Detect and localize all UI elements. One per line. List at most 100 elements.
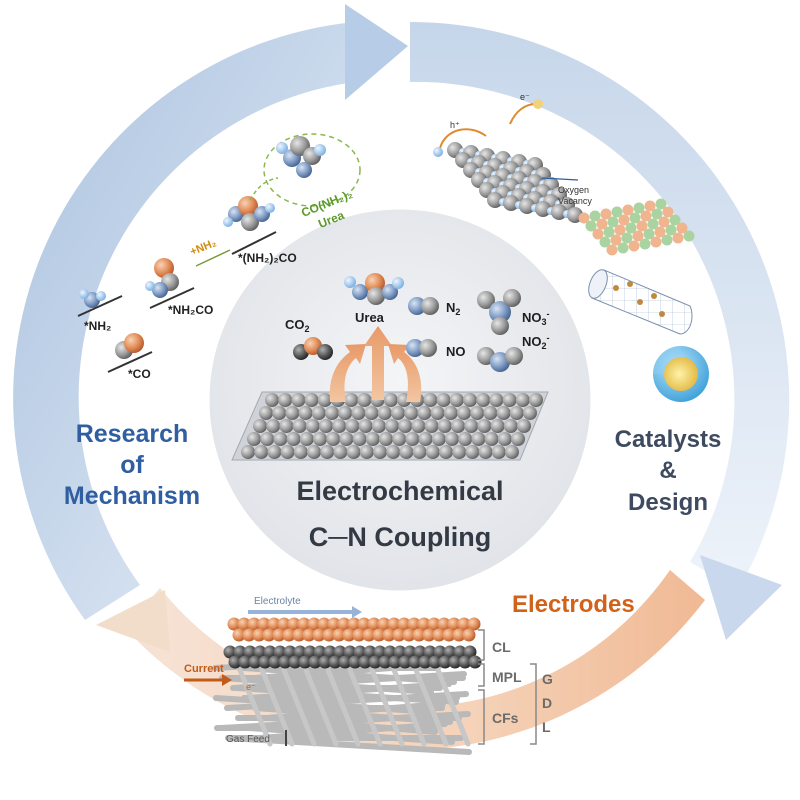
mpl-label: MPL [492, 669, 522, 685]
surface-atom [279, 419, 294, 433]
mpl-particle [353, 645, 367, 659]
alloy-lattice [578, 198, 695, 256]
surface-atom [253, 419, 267, 433]
mpl-particle [248, 655, 262, 669]
carbon-fiber [237, 667, 273, 747]
surface-atom [359, 445, 374, 459]
surface-atom [247, 432, 261, 446]
carbon-fiber [435, 667, 471, 747]
alloy-atom [614, 224, 626, 236]
alloy-atom [665, 224, 677, 236]
mechanism-title-line3: Mechanism [64, 482, 200, 510]
mechanism-nh2-adsorbate [77, 289, 123, 317]
alloy-atom [592, 228, 604, 240]
surface-atom [345, 419, 360, 433]
no2-label: NO2- [522, 333, 550, 351]
cl-particle [462, 628, 476, 642]
mechanism-title-line1: Research [76, 420, 189, 448]
surface-atom [477, 419, 492, 433]
surface-atom [431, 432, 446, 446]
surface-atom [365, 432, 380, 446]
mpl-particle [438, 655, 452, 669]
mpl-particle [388, 655, 402, 669]
cl-particle [407, 617, 421, 631]
cl-particle [357, 617, 371, 631]
mechanism-nh2-2co-adsorbate [223, 196, 277, 255]
mpl-particle [278, 655, 292, 669]
cl-particle [427, 617, 441, 631]
mpl-bracket [478, 663, 485, 687]
cfs-label: CFs [492, 710, 519, 726]
mpl-particle [283, 645, 297, 659]
surface-atom [292, 419, 307, 433]
mpl-particle [428, 655, 442, 669]
surface-atom [351, 406, 366, 420]
mpl-particle [233, 645, 247, 659]
cl-particle [392, 628, 406, 642]
cl-particle [337, 617, 351, 631]
carbon-nanotube [588, 269, 693, 335]
surface-atom [509, 406, 524, 420]
mechanism-arc-arrowhead [345, 4, 408, 100]
surface-atom [502, 393, 517, 407]
core-shell-nanoparticle [653, 346, 709, 402]
mpl-particle [253, 645, 267, 659]
co2-flow-arrow [329, 344, 366, 402]
alloy-atom [611, 206, 623, 218]
mpl-particle [328, 655, 342, 669]
surface-atom [443, 406, 458, 420]
surface-atom [304, 393, 319, 407]
alloy-atom [607, 216, 619, 228]
mpl-particle [313, 645, 327, 659]
surface-atom [325, 406, 339, 420]
urea-flow-arrow [364, 326, 392, 400]
mechanism-arc [13, 22, 355, 620]
cl-particle [287, 617, 301, 631]
alloy-atom [596, 218, 608, 230]
alloy-atom [625, 222, 637, 234]
surface-atom [490, 419, 505, 433]
surface-atom [439, 445, 453, 459]
surface-atom [423, 393, 438, 407]
gas-feed-label: Gas Feed [226, 734, 270, 745]
surface-atom [326, 432, 341, 446]
carbon-fiber [369, 667, 405, 747]
cl-particle [397, 617, 411, 631]
surface-atom [273, 432, 288, 446]
no-molecule [406, 339, 437, 357]
mpl-particle [458, 655, 472, 669]
co-label: *CO [128, 367, 151, 381]
oxide-atom [551, 204, 567, 220]
cl-particle [327, 617, 341, 631]
alloy-atom [621, 232, 633, 244]
alloy-atom [672, 232, 684, 244]
surface-atom [478, 445, 493, 459]
surface-atom [352, 432, 367, 446]
cl-particle [372, 628, 386, 642]
electrode-electron-label: e⁻ [246, 682, 256, 692]
surface-atom [491, 445, 506, 459]
surface-atom [451, 419, 465, 433]
cl-particle [417, 617, 431, 631]
surface-atom [285, 406, 300, 420]
cl-particle [387, 617, 401, 631]
surface-atom [405, 432, 420, 446]
mpl-particle [383, 645, 397, 659]
surface-atom [398, 419, 413, 433]
surface-atom [280, 445, 295, 459]
carbon-fiber [325, 667, 361, 747]
alloy-atom [610, 234, 622, 246]
surface-atom [272, 406, 287, 420]
cl-label: CL [492, 639, 511, 655]
surface-atom [496, 406, 511, 420]
surface-atom [484, 432, 499, 446]
surface-atom [267, 445, 282, 459]
electrolyte-arrowhead [352, 606, 362, 618]
surface-atom [449, 393, 464, 407]
mpl-particle [338, 655, 352, 669]
mpl-particle [463, 645, 477, 659]
co2-molecule [293, 337, 333, 360]
surface-atom [311, 406, 326, 420]
surface-atom [476, 393, 491, 407]
